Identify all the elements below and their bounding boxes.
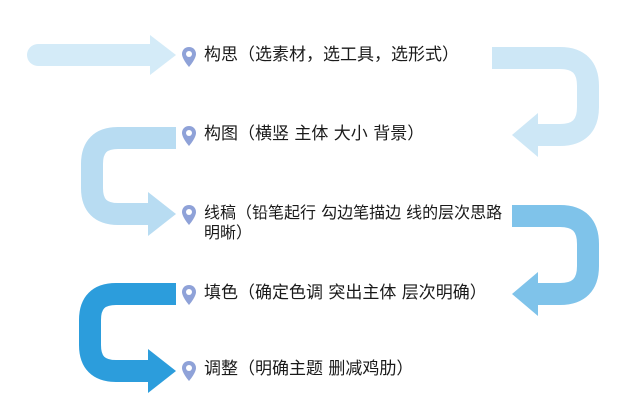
location-pin-icon xyxy=(182,126,196,146)
location-pin-icon xyxy=(182,361,196,381)
step-3-label: 线稿（铅笔起行 勾边笔描边 线的层次思路明晰） xyxy=(204,203,503,242)
step-1-label: 构思（选素材，选工具，选形式） xyxy=(204,45,459,65)
flow-arrow-3 xyxy=(81,127,176,236)
location-pin-icon xyxy=(182,205,196,225)
step-1: 构思（选素材，选工具，选形式） xyxy=(182,45,459,67)
location-pin-icon xyxy=(182,285,196,305)
step-2: 构图（横竖 主体 大小 背景） xyxy=(182,124,424,146)
step-2-label: 构图（横竖 主体 大小 背景） xyxy=(204,124,425,144)
flow-arrow-5 xyxy=(79,283,176,393)
flow-arrow-4 xyxy=(512,205,599,316)
flow-arrow-1 xyxy=(27,35,176,75)
step-4: 填色（确定色调 突出主体 层次明确） xyxy=(182,283,487,305)
step-3: 线稿（铅笔起行 勾边笔描边 线的层次思路明晰） xyxy=(182,203,504,243)
flow-arrow-2 xyxy=(492,47,599,157)
step-4-label: 填色（确定色调 突出主体 层次明确） xyxy=(204,283,487,303)
location-pin-icon xyxy=(182,47,196,67)
step-5: 调整（明确主题 删减鸡肋） xyxy=(182,359,413,381)
step-5-label: 调整（明确主题 删减鸡肋） xyxy=(204,359,414,379)
